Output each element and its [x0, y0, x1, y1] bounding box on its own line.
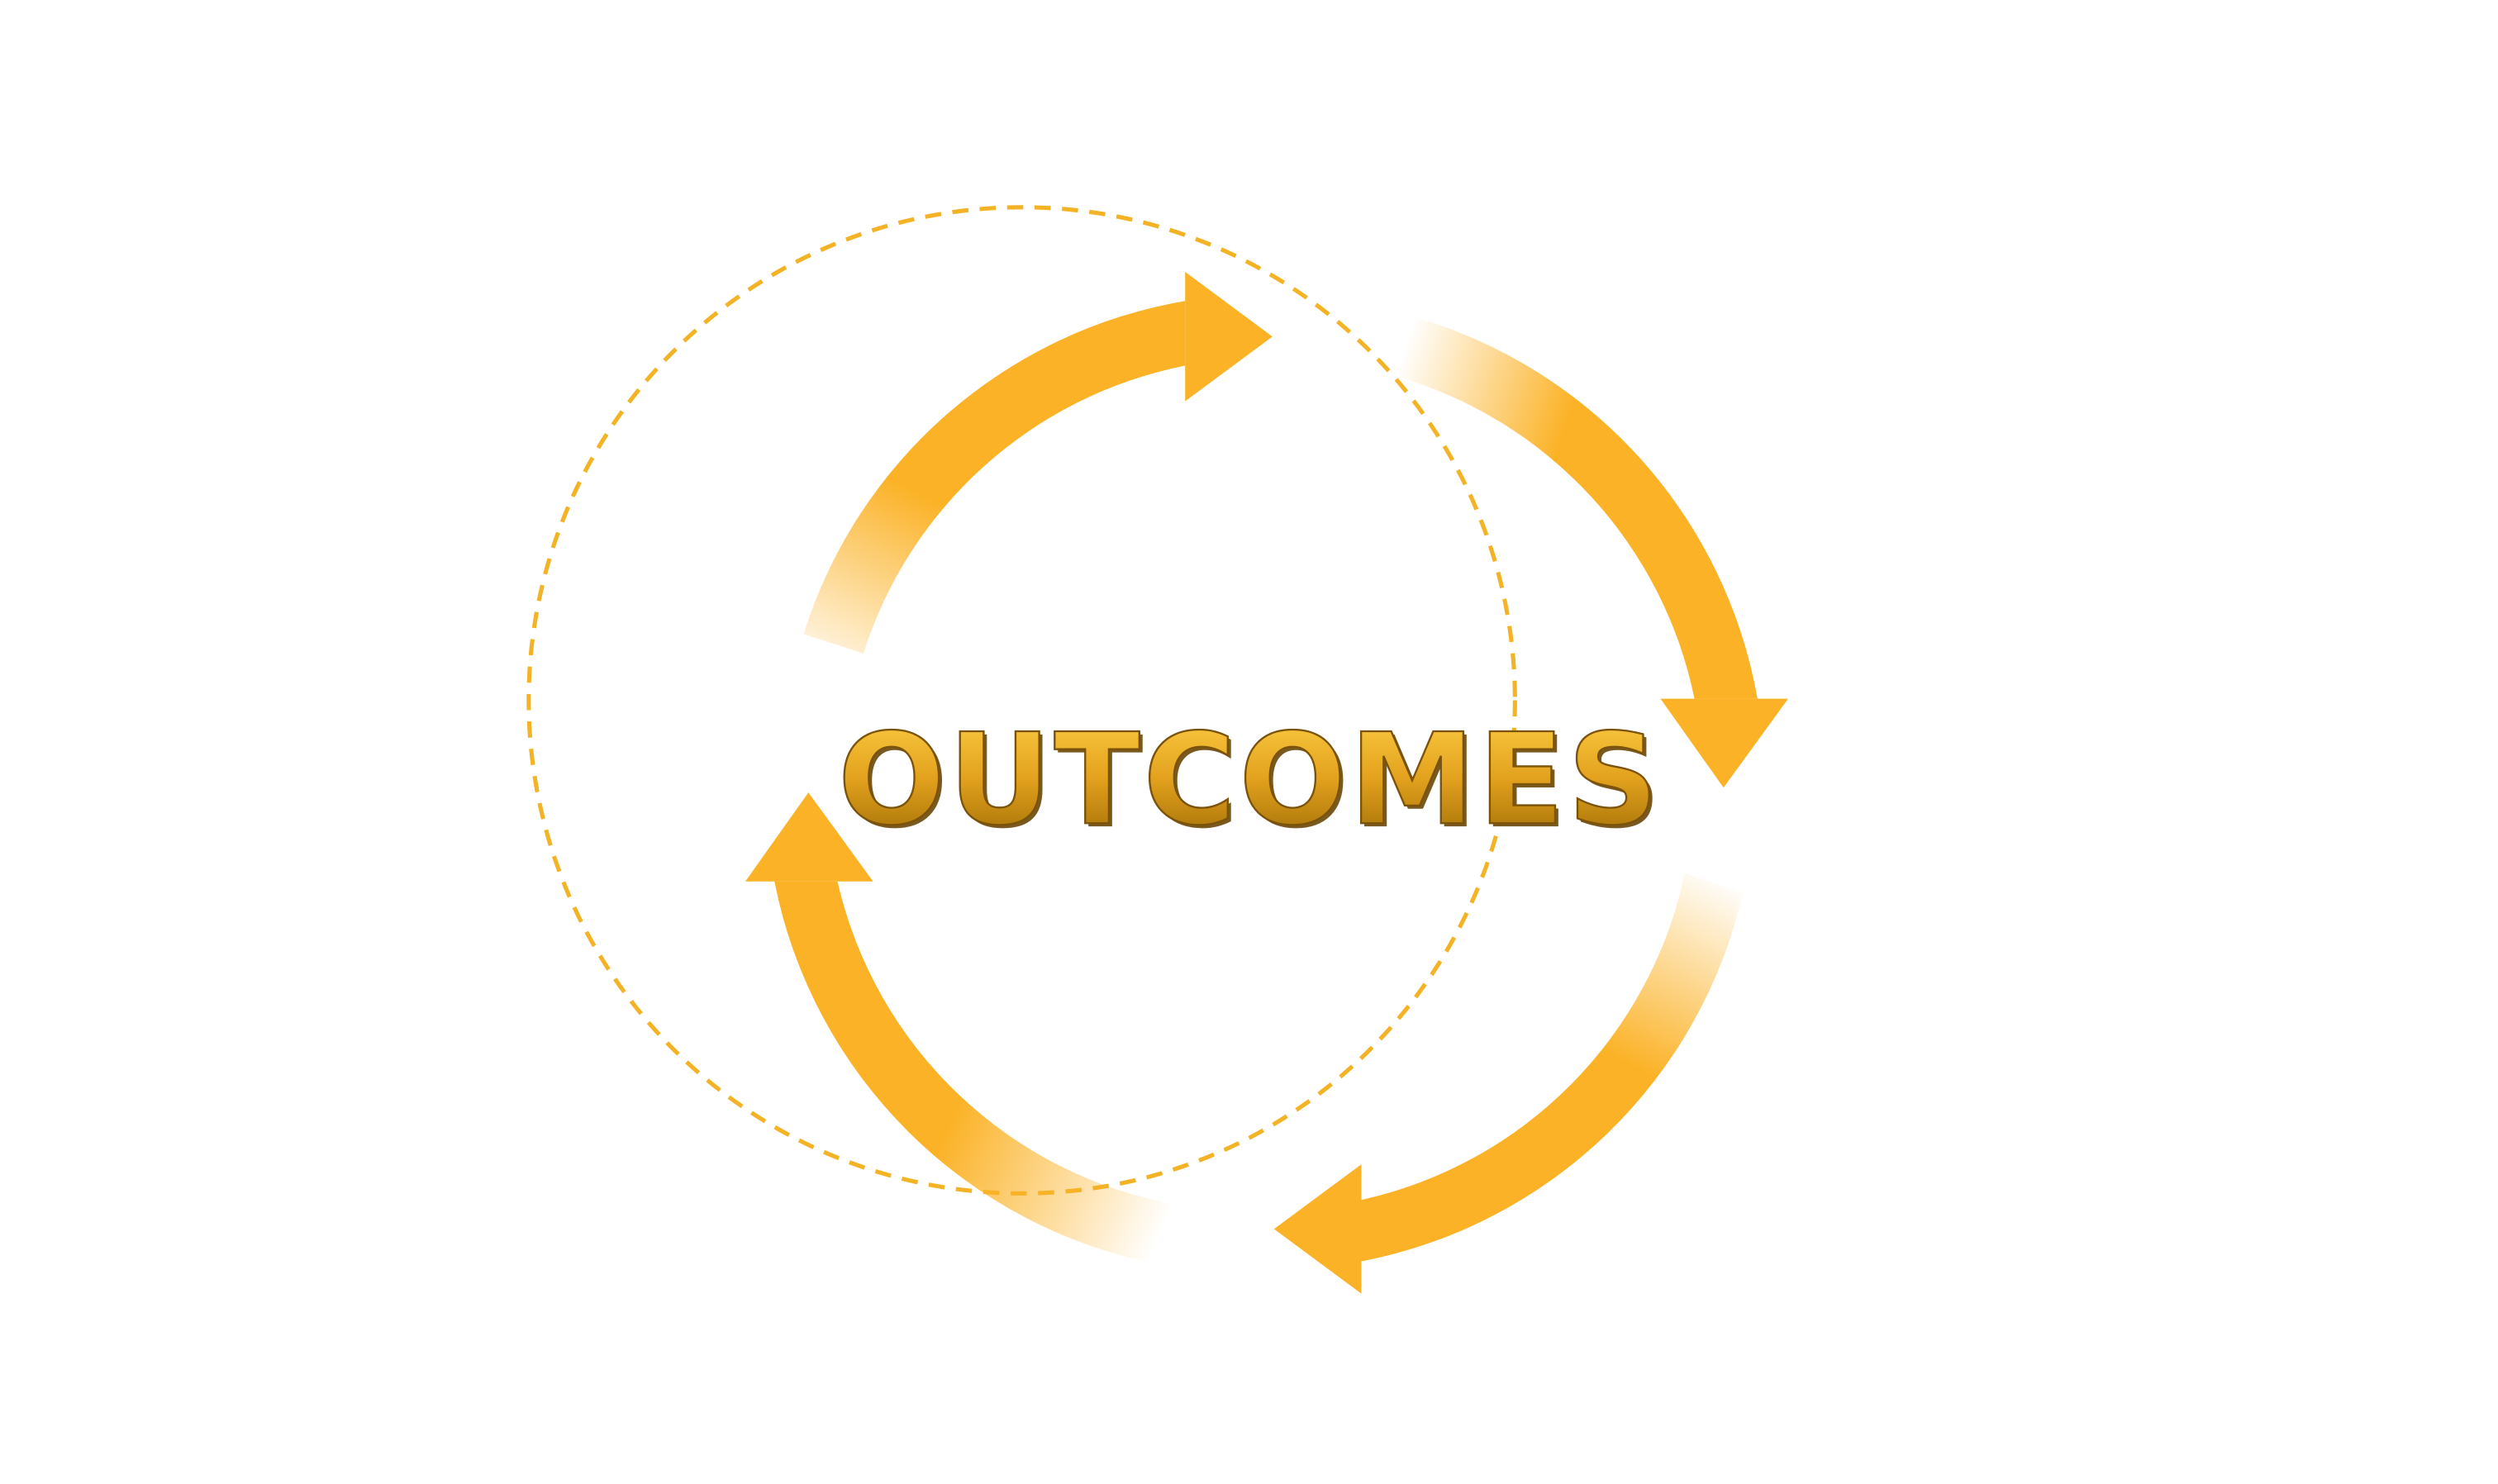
- bottom-right-arrow: [1273, 873, 1744, 1294]
- center-label-shadow: OUTCOMES: [841, 709, 1665, 856]
- left-arrow: [745, 792, 1178, 1265]
- right-arrow: [1398, 316, 1789, 788]
- center-label: OUTCOMES: [838, 706, 1662, 853]
- dashed-circle-icon: [526, 205, 1517, 1196]
- center-label-group: OUTCOMES OUTCOMES: [837, 705, 1665, 856]
- top-left-arrow: [803, 272, 1273, 654]
